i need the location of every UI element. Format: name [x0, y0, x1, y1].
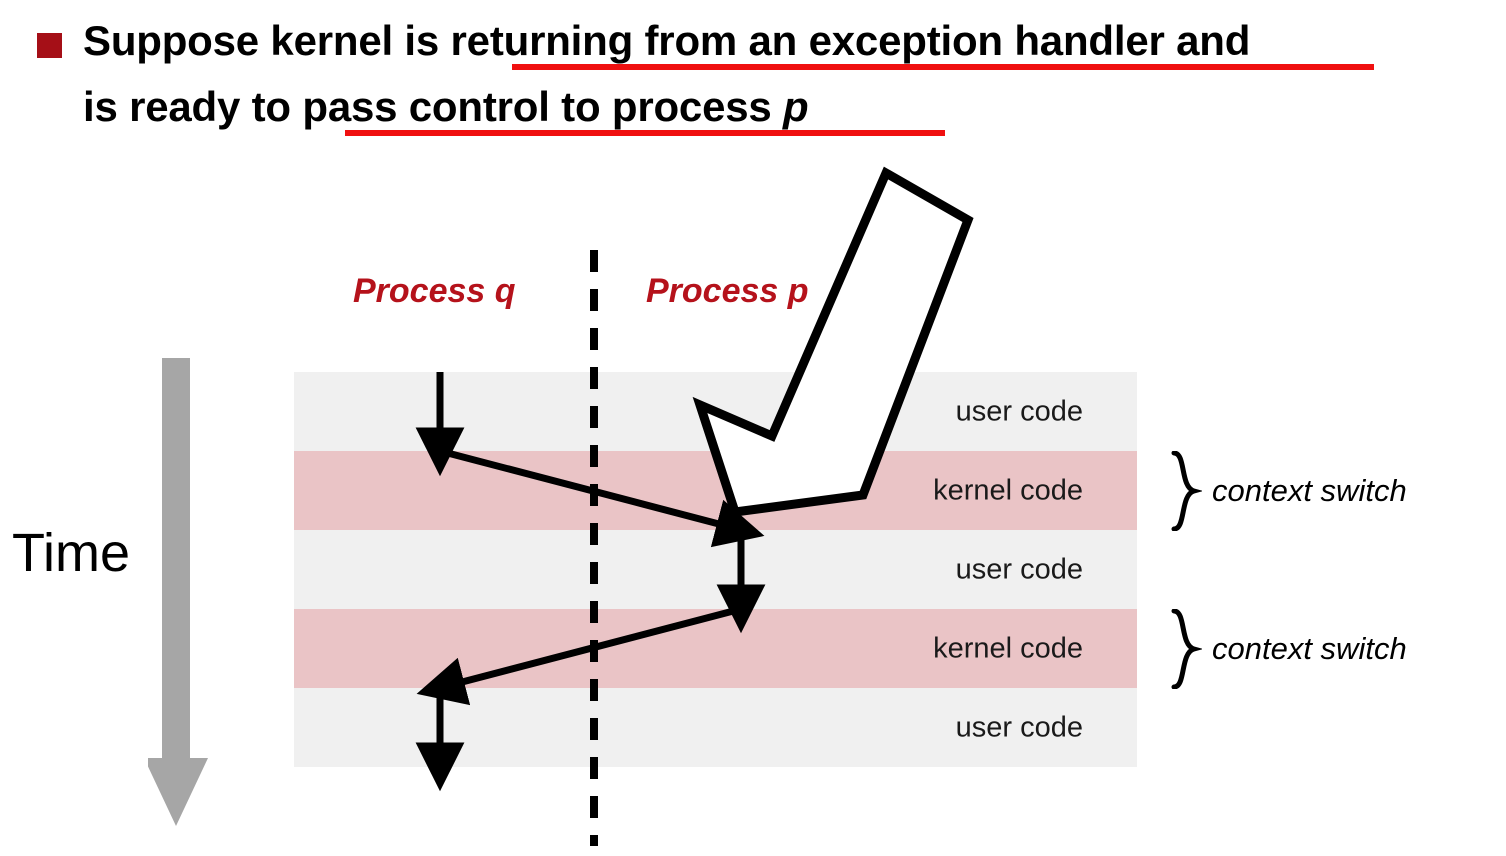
band-row: user code	[294, 688, 1137, 767]
curly-brace-icon	[1171, 451, 1202, 531]
title-line-2-italic-var: p	[783, 83, 809, 130]
red-underline-2	[345, 130, 945, 136]
title-line-2: is ready to pass control to process p	[83, 82, 809, 132]
title-line-1-underlined: returning from an exception handler	[450, 17, 1165, 64]
red-underline-1	[512, 64, 1374, 70]
band-label: kernel code	[933, 474, 1083, 506]
band-row: user code	[294, 530, 1137, 609]
band-label: kernel code	[933, 632, 1083, 664]
band-label: user code	[955, 553, 1083, 585]
execution-band-table: user code kernel code user code kernel c…	[294, 372, 1137, 767]
band-row: user code	[294, 372, 1137, 451]
context-switch-label: context switch	[1212, 473, 1407, 508]
band-label: user code	[955, 711, 1083, 743]
title-line-2-pre: is ready to	[83, 83, 303, 130]
title-line-1-post: and	[1164, 17, 1251, 64]
band-row: kernel code	[294, 609, 1137, 688]
column-label-process-p: Process p	[646, 272, 809, 310]
title-line-2-underlined: pass control to process	[302, 83, 784, 130]
title-block: Suppose kernel is returning from an exce…	[0, 0, 1506, 150]
time-axis-label: Time	[12, 523, 130, 583]
title-line-1-pre: Suppose kernel is	[83, 17, 451, 64]
time-direction-arrow-icon	[148, 358, 208, 826]
square-bullet-icon	[37, 33, 62, 58]
column-label-process-q: Process q	[353, 272, 516, 310]
curly-brace-icon	[1171, 609, 1202, 689]
band-row: kernel code	[294, 451, 1137, 530]
process-boundary-divider	[590, 250, 598, 846]
title-line-1: Suppose kernel is returning from an exce…	[83, 16, 1250, 66]
band-label: user code	[955, 395, 1083, 427]
context-switch-label: context switch	[1212, 631, 1407, 666]
